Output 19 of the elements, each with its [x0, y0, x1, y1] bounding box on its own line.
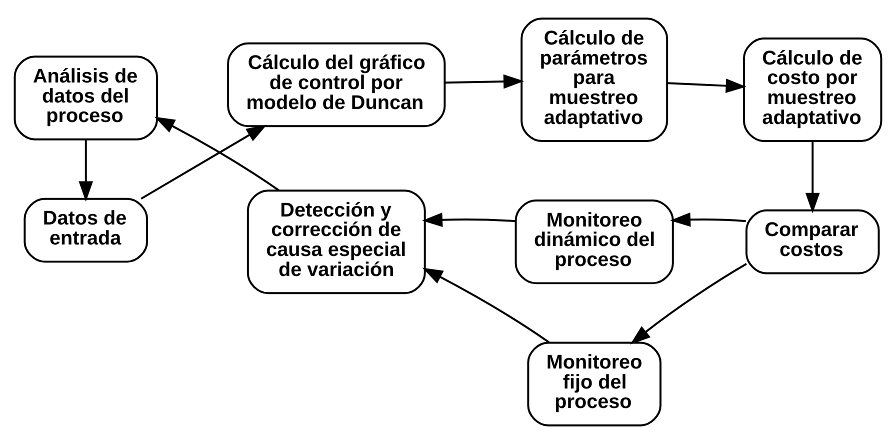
- arrow: [670, 212, 746, 227]
- arrow: [422, 268, 550, 344]
- arrow: [140, 124, 267, 200]
- arrow: [78, 140, 94, 202]
- node-box: Monitoreo fijo del proceso: [527, 342, 662, 426]
- arrow: [445, 74, 524, 89]
- arrow: [630, 263, 747, 345]
- node-box: Cálculo del gráfico de control por modelo de Duncan: [227, 42, 446, 128]
- node-box: Análisis de datos del proceso: [14, 56, 158, 140]
- arrow: [805, 141, 820, 214]
- node-box: Cálculo de costo por muestreo adaptativo: [743, 37, 882, 142]
- node-box: Cálculo de parámetros para muestreo adaptativo: [520, 18, 668, 142]
- arrow: [422, 212, 516, 228]
- node-box: Datos de entrada: [24, 198, 148, 263]
- arrow: [154, 116, 280, 192]
- node-box: Detección y corrección de causa especial de variación: [246, 190, 426, 294]
- node-box: Monitoreo dinámico del proceso: [514, 200, 674, 284]
- arrow: [668, 78, 746, 93]
- node-box: Comparar costos: [745, 209, 880, 274]
